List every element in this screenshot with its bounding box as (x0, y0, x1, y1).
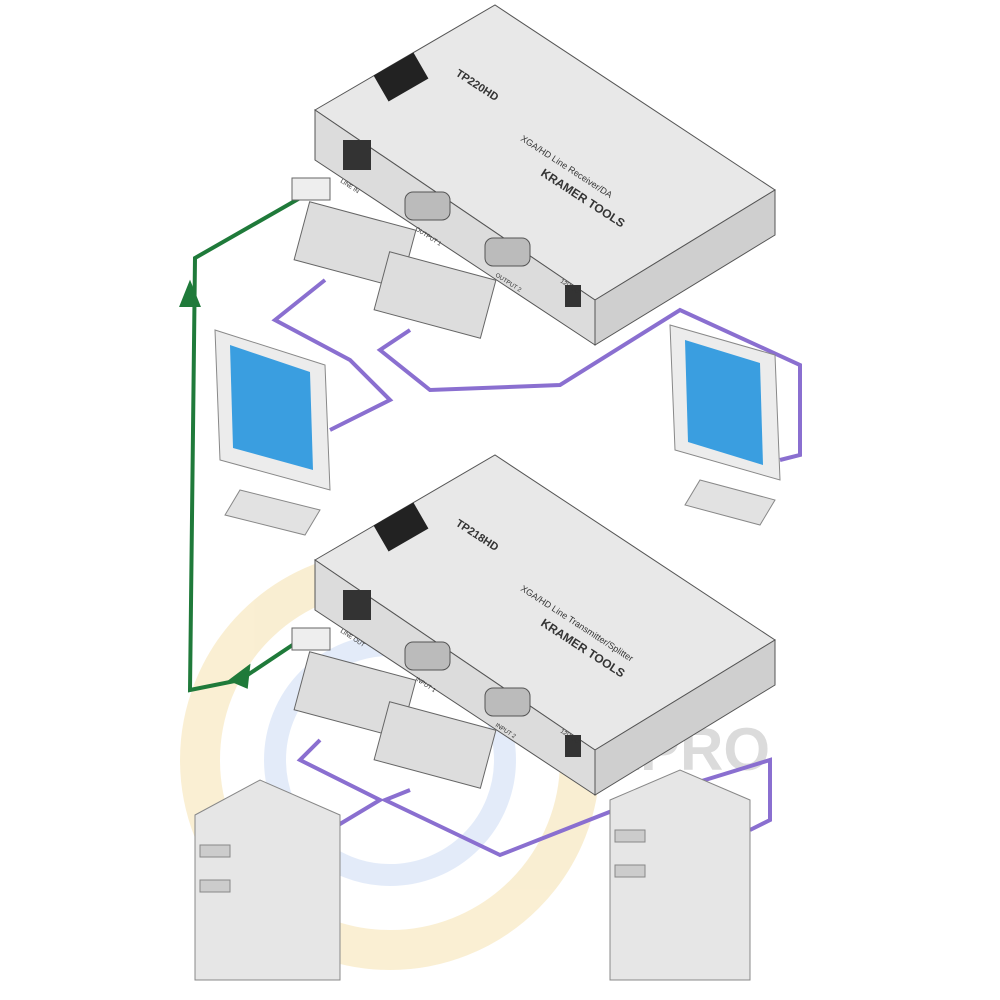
kramer-logo (373, 52, 429, 102)
rj45-port (343, 590, 371, 620)
monitor-right (669, 324, 781, 526)
monitor-screen (230, 345, 313, 470)
monitor-left (214, 329, 331, 536)
vga-port-1 (404, 191, 451, 221)
rj45-plug (291, 627, 331, 651)
rj45-port (343, 140, 371, 170)
power-jack (565, 735, 581, 757)
device-side (594, 639, 776, 796)
vga-port-1 (404, 641, 451, 671)
vga-port-2 (484, 687, 531, 717)
kramer-logo (373, 502, 429, 552)
power-jack (565, 285, 581, 307)
computer-right (609, 769, 751, 981)
device-side (594, 189, 776, 346)
vga-plug (373, 701, 497, 789)
vga-port-2 (484, 237, 531, 267)
monitor-screen (685, 340, 763, 465)
twisted-pair-cable (179, 196, 302, 693)
rj45-plug (291, 177, 331, 201)
computer-left (194, 779, 341, 981)
vga-plug (373, 251, 497, 339)
